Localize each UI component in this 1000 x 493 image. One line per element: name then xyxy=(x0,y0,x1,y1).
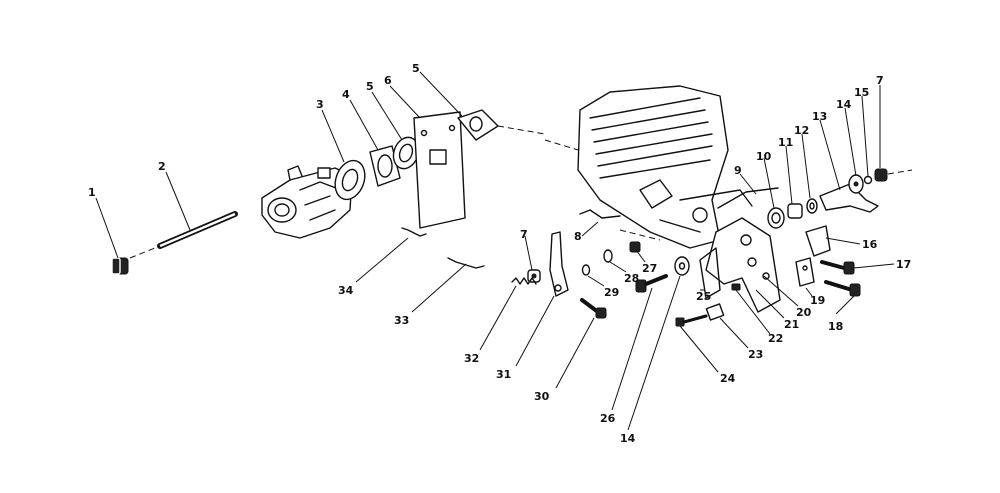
callout-9: 9 xyxy=(734,164,742,177)
part-carburetor xyxy=(261,165,353,239)
part-stud xyxy=(129,211,238,259)
part-washer-large xyxy=(674,256,690,276)
callout-27: 27 xyxy=(642,262,657,275)
callout-12: 12 xyxy=(794,124,809,137)
part-spring-wire xyxy=(579,209,621,219)
callout-5b: 5 xyxy=(412,62,420,75)
callout-23: 23 xyxy=(748,348,763,361)
part-bolt xyxy=(820,260,855,275)
part-spring xyxy=(511,277,537,285)
callout-31: 31 xyxy=(496,368,511,381)
part-small-washer xyxy=(863,175,873,185)
callout-2: 2 xyxy=(158,160,166,173)
callout-14b: 14 xyxy=(620,432,636,445)
callout-33: 33 xyxy=(394,314,409,327)
callout-30: 30 xyxy=(534,390,550,403)
part-bracket xyxy=(805,225,831,257)
part-shield-plate xyxy=(413,111,466,229)
callout-8: 8 xyxy=(574,230,582,243)
part-link-rod xyxy=(717,187,779,209)
callout-24: 24 xyxy=(720,372,736,385)
callout-22: 22 xyxy=(768,332,783,345)
part-engine-block xyxy=(577,85,753,249)
callout-6: 6 xyxy=(384,74,392,87)
part-washer xyxy=(806,198,818,214)
callout-17: 17 xyxy=(896,258,911,271)
part-washer-4 xyxy=(581,264,591,276)
leader-lines xyxy=(95,71,895,431)
callout-15: 15 xyxy=(854,86,869,99)
part-block xyxy=(705,303,725,321)
callout-28: 28 xyxy=(624,272,639,285)
callout-4: 4 xyxy=(342,88,350,101)
callout-18: 18 xyxy=(828,320,843,333)
callout-21: 21 xyxy=(784,318,799,331)
part-clip xyxy=(795,257,815,287)
part-gasket-2 xyxy=(457,109,586,153)
callout-13: 13 xyxy=(812,110,827,123)
part-nut xyxy=(111,257,129,275)
callout-7b: 7 xyxy=(520,228,528,241)
callout-29: 29 xyxy=(604,286,619,299)
part-spacer xyxy=(369,145,401,187)
callout-19: 19 xyxy=(810,294,825,307)
part-lever-arm xyxy=(819,183,879,213)
callout-20: 20 xyxy=(796,306,812,319)
part-pin xyxy=(731,283,741,291)
callout-11: 11 xyxy=(778,136,793,149)
callout-3: 3 xyxy=(316,98,324,111)
callout-26: 26 xyxy=(600,412,616,425)
part-washer-2 xyxy=(848,174,864,194)
callout-1: 1 xyxy=(88,186,96,199)
part-bolt-2 xyxy=(824,280,861,297)
part-screw-2 xyxy=(580,298,607,319)
part-wire xyxy=(401,227,427,237)
part-gasket xyxy=(392,136,420,170)
callout-16: 16 xyxy=(862,238,878,251)
part-coil-spring xyxy=(767,207,785,229)
callout-32: 32 xyxy=(464,352,479,365)
part-bushing xyxy=(787,203,803,219)
callout-34: 34 xyxy=(338,284,354,297)
part-gasket-ring xyxy=(334,159,366,201)
callout-labels: 1 2 3 4 5 6 5 7 15 14 13 12 11 10 9 8 7 … xyxy=(88,62,911,445)
part-wire-2 xyxy=(447,257,485,269)
callout-5a: 5 xyxy=(366,80,374,93)
part-nut-2 xyxy=(874,168,913,182)
callout-10: 10 xyxy=(756,150,772,163)
callout-14a: 14 xyxy=(836,98,852,111)
part-washer-3 xyxy=(603,249,613,263)
callout-25: 25 xyxy=(696,290,711,303)
callout-7a: 7 xyxy=(876,74,884,87)
part-spacer-small xyxy=(629,241,641,253)
part-screw xyxy=(675,314,708,327)
part-bolt-3 xyxy=(635,274,668,293)
part-throttle-lever xyxy=(549,231,569,297)
part-bracket-plate xyxy=(699,217,781,313)
